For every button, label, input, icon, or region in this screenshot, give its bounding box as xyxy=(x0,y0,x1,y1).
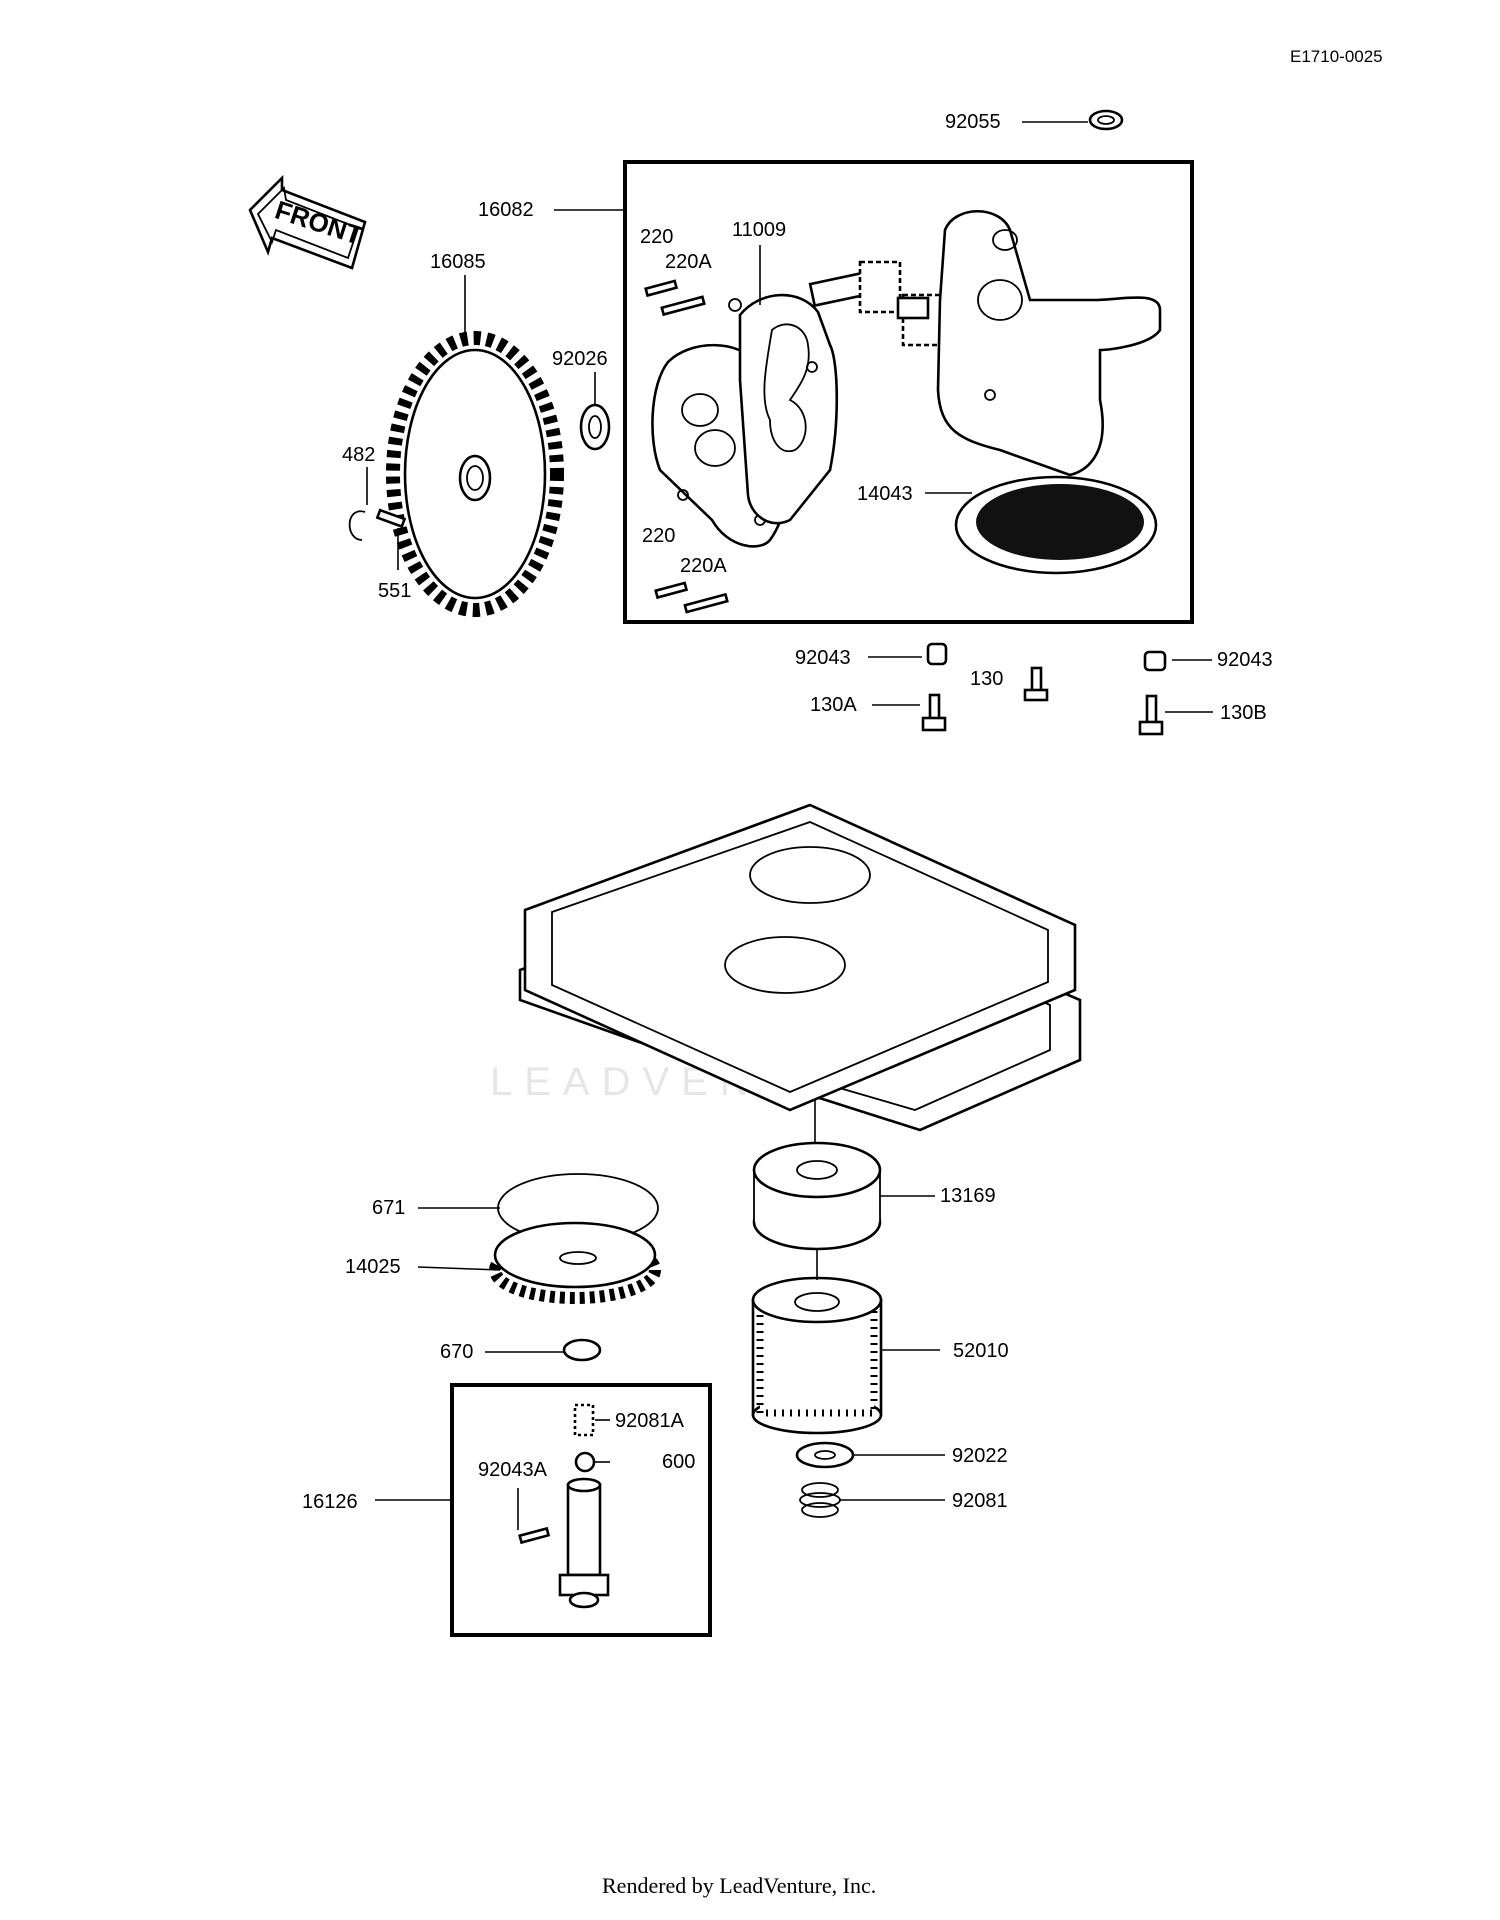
gasket-11009 xyxy=(728,293,839,525)
strainer-14043 xyxy=(954,475,1158,575)
bolt-130b xyxy=(1138,694,1164,736)
label-16085: 16085 xyxy=(430,251,486,273)
washer-92026 xyxy=(579,403,611,451)
circlip-482 xyxy=(348,510,366,541)
bolt-130 xyxy=(1023,666,1049,702)
label-671: 671 xyxy=(372,1197,405,1219)
label-52010: 52010 xyxy=(953,1340,1009,1362)
label-130b: 130B xyxy=(1220,702,1267,724)
washer-92022 xyxy=(795,1441,855,1469)
oil-filter-52010 xyxy=(751,1276,883,1435)
label-16126: 16126 xyxy=(302,1491,358,1513)
label-220a-bottom: 220A xyxy=(680,555,727,577)
pump-body xyxy=(936,209,1162,477)
spring-92081a xyxy=(573,1403,595,1437)
screw-220a-bottom xyxy=(683,592,729,614)
label-92043a: 92043A xyxy=(478,1459,548,1481)
label-220-bottom: 220 xyxy=(642,525,675,547)
label-600: 600 xyxy=(662,1451,695,1473)
oil-pump-assembly-box xyxy=(623,160,1194,624)
part-13169 xyxy=(752,1141,882,1251)
label-130a: 130A xyxy=(810,694,857,716)
relief-valve-body xyxy=(558,1477,610,1609)
label-220a-top: 220A xyxy=(665,251,712,273)
dowel-92043-right xyxy=(1143,650,1167,672)
label-551: 551 xyxy=(378,580,411,602)
label-130: 130 xyxy=(970,668,1003,690)
label-92043-right: 92043 xyxy=(1217,649,1273,671)
label-92026: 92026 xyxy=(552,348,608,370)
screw-220a-top xyxy=(660,295,706,317)
label-14025: 14025 xyxy=(345,1256,401,1278)
pin-92043a xyxy=(518,1526,551,1545)
dowel-92043-left xyxy=(926,642,948,666)
label-14043: 14043 xyxy=(857,483,913,505)
label-92081a: 92081A xyxy=(615,1410,685,1432)
cover-14025 xyxy=(489,1221,661,1304)
label-220-top: 220 xyxy=(640,226,673,248)
label-11009: 11009 xyxy=(732,219,786,241)
bolt-130a xyxy=(921,693,947,732)
diagram-code: E1710-0025 xyxy=(1290,47,1383,66)
label-92022: 92022 xyxy=(952,1445,1008,1467)
front-arrow-icon: FRONT xyxy=(248,174,367,270)
pin-551 xyxy=(375,508,407,529)
label-92055: 92055 xyxy=(945,111,1001,133)
label-670: 670 xyxy=(440,1341,473,1363)
ball-600 xyxy=(574,1451,596,1473)
label-92081: 92081 xyxy=(952,1490,1008,1512)
o-ring-670 xyxy=(562,1338,602,1362)
label-92043-left: 92043 xyxy=(795,647,851,669)
sprocket-16085 xyxy=(386,331,564,617)
relief-valve-assembly-box xyxy=(450,1383,712,1637)
pump-gears xyxy=(808,260,945,347)
label-482: 482 xyxy=(342,444,375,466)
screw-220-top xyxy=(644,279,679,298)
seal-92055 xyxy=(1088,109,1124,131)
label-16082: 16082 xyxy=(478,199,534,221)
spring-92081 xyxy=(799,1482,841,1518)
oil-pan-gasket xyxy=(523,803,1077,1112)
screw-220-bottom xyxy=(654,581,689,600)
footer-credit: Rendered by LeadVenture, Inc. xyxy=(602,1873,876,1898)
label-13169: 13169 xyxy=(940,1185,996,1207)
